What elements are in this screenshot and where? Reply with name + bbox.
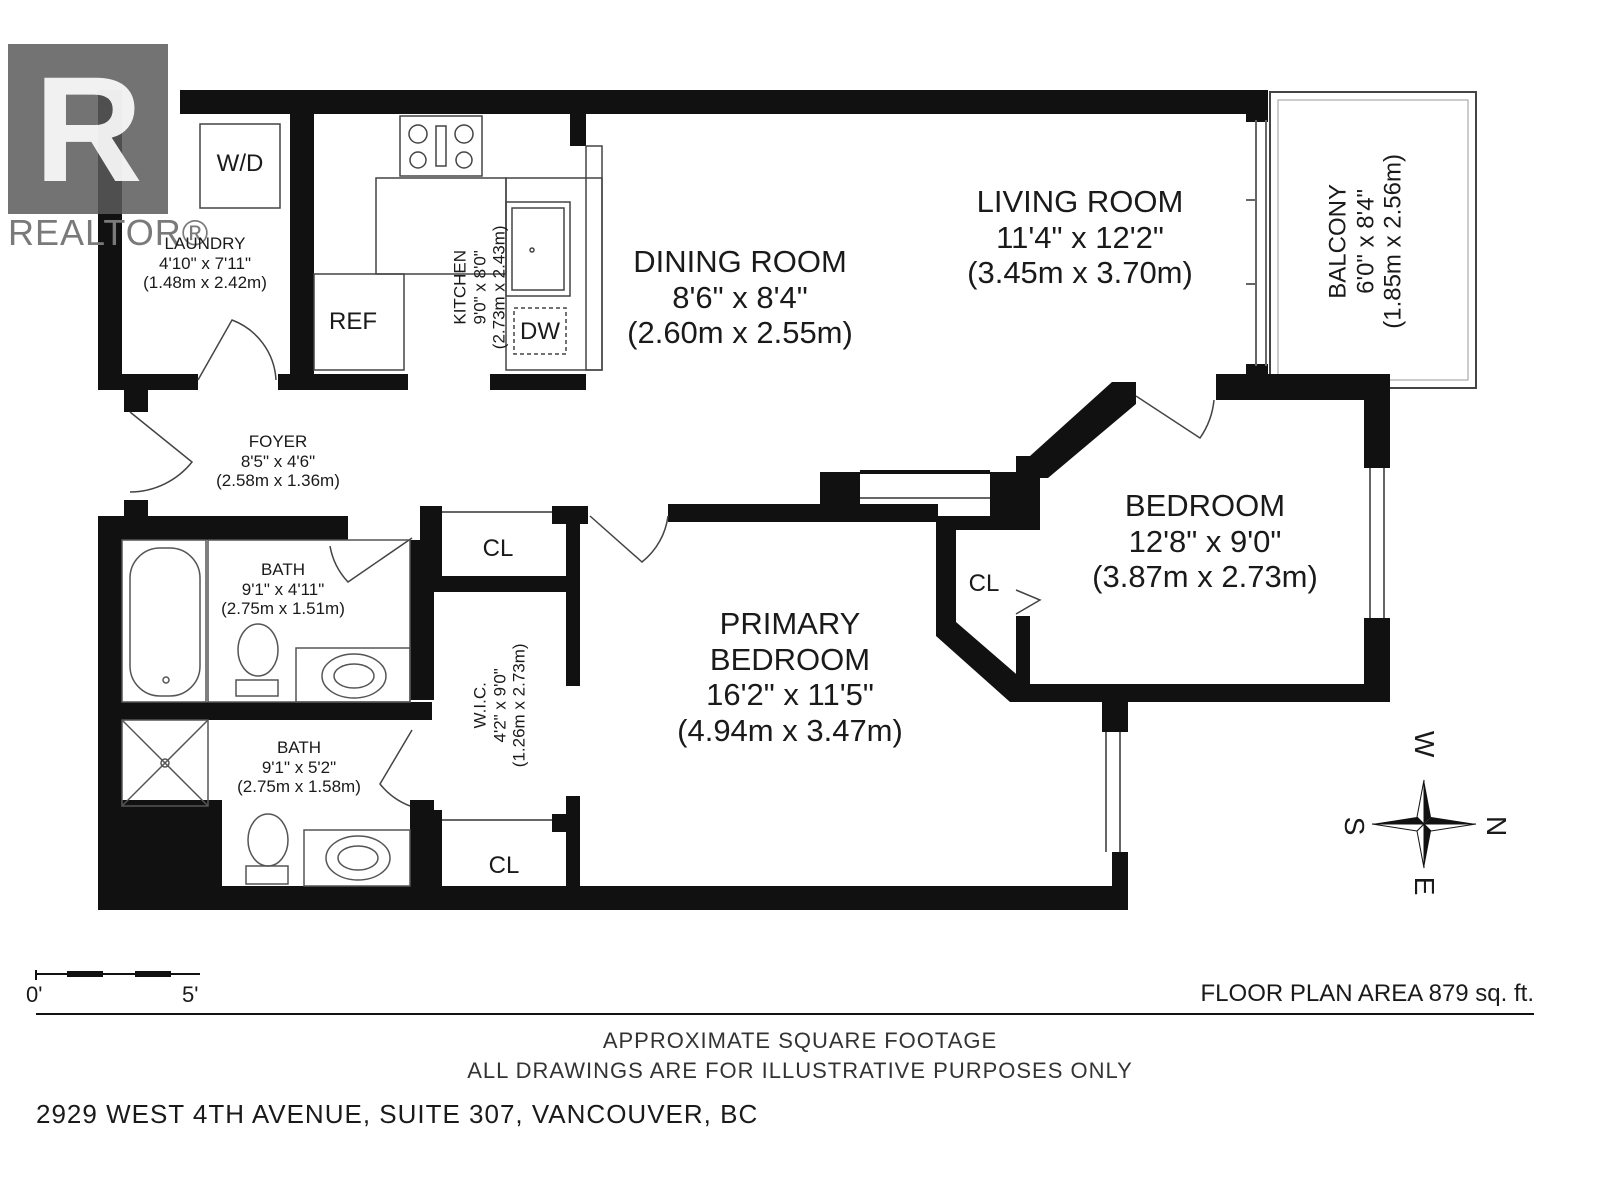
bath2-name: BATH (276, 738, 322, 757)
bath1-imperial: 9'1" x 4'11" (241, 579, 325, 599)
bath2-metric: (2.75m x 1.58m) (237, 777, 361, 797)
laundry-imperial: 4'10" x 7'11" (159, 253, 251, 273)
foyer-metric: (2.58m x 1.36m) (216, 471, 340, 491)
kitchen-imperial: 9'0" x 8'0" (470, 250, 490, 325)
logo-r-letter: R (34, 45, 143, 213)
logo-box (8, 44, 168, 214)
primary-imperial: 16'2" x 11'5" (706, 677, 874, 713)
compass-south-label: S (1339, 816, 1371, 836)
windows (442, 120, 1385, 852)
balcony-name: BALCONY (1324, 184, 1352, 299)
address: 2929 WEST 4TH AVENUE, SUITE 307, VANCOUV… (36, 1099, 759, 1129)
bath2-label: BATH 9'1" x 5'2" (2.75m x 1.58m) (224, 738, 374, 797)
laundry-label: LAUNDRY 4'10" x 7'11" (1.48m x 2.42m) (130, 234, 280, 293)
dw-label: DW (520, 318, 560, 345)
bath2-imperial: 9'1" x 5'2" (261, 757, 337, 777)
kitchen-metric: (2.73m x 2.43m) (489, 225, 509, 350)
living-label: LIVING ROOM 11'4" x 12'2" (3.45m x 3.70m… (950, 184, 1210, 291)
dining-name: DINING ROOM (633, 244, 847, 279)
living-name: LIVING ROOM (976, 184, 1184, 219)
bedroom-metric: (3.87m x 2.73m) (1092, 559, 1318, 595)
ref-label: REF (329, 308, 377, 335)
living-imperial: 11'4" x 12'2" (996, 219, 1164, 255)
compass-east-label: E (1409, 876, 1441, 896)
bedroom-label: BEDROOM 12'8" x 9'0" (3.87m x 2.73m) (1070, 488, 1340, 595)
bath1-name: BATH (260, 560, 306, 579)
balcony-label: BALCONY 6'0" x 8'4" (1.85m x 2.56m) (1325, 131, 1408, 351)
laundry-metric: (1.48m x 2.42m) (143, 273, 267, 293)
compass-west-label: W (1409, 730, 1441, 758)
wd-label: W/D (216, 150, 264, 177)
door-swings (129, 319, 1215, 807)
kitchen-label: KITCHEN 9'0" x 8'0" (2.73m x 2.43m) (451, 167, 510, 407)
wic-name: W.I.C. (470, 682, 490, 729)
balcony-metric: (1.85m x 2.56m) (1379, 154, 1407, 329)
bedroom-name: BEDROOM (1124, 488, 1286, 523)
compass-rose-icon (1371, 779, 1477, 869)
scale-bar (35, 970, 200, 980)
wic-metric: (1.26m x 2.73m) (509, 643, 529, 768)
scale-end-label: 5' (182, 982, 199, 1007)
foyer-label: FOYER 8'5" x 4'6" (2.58m x 1.36m) (200, 432, 356, 491)
foyer-imperial: 8'5" x 4'6" (240, 451, 316, 471)
scale-start-label: 0' (26, 982, 43, 1007)
floor-plan-area: FLOOR PLAN AREA 879 sq. ft. (1200, 980, 1534, 1007)
foyer-name: FOYER (248, 432, 308, 451)
primary-bedroom-label: PRIMARY BEDROOM 16'2" x 11'5" (4.94m x 3… (640, 606, 940, 749)
bath1-label: BATH 9'1" x 4'11" (2.75m x 1.51m) (208, 560, 358, 619)
compass-north-label: N (1481, 815, 1513, 837)
logo-text: REALTOR® (8, 212, 210, 253)
wic-label: W.I.C. 4'2" x 9'0" (1.26m x 2.73m) (471, 605, 530, 805)
dining-imperial: 8'6" x 8'4" (672, 279, 808, 315)
walls (98, 90, 1390, 910)
washer-dryer (199, 123, 281, 209)
wic-imperial: 4'2" x 9'0" (490, 668, 510, 743)
kitchen-name: KITCHEN (450, 250, 470, 325)
living-metric: (3.45m x 3.70m) (967, 255, 1193, 291)
dining-metric: (2.60m x 2.55m) (627, 315, 853, 351)
bedroom-imperial: 12'8" x 9'0" (1128, 523, 1282, 559)
primary-metric: (4.94m x 3.47m) (677, 712, 903, 748)
realtor-logo: R REALTOR® (8, 44, 208, 253)
bath1-metric: (2.75m x 1.51m) (221, 599, 345, 619)
balcony-imperial: 6'0" x 8'4" (1352, 188, 1380, 294)
laundry-name: LAUNDRY (164, 234, 246, 253)
closet-label-lower: CL (488, 852, 520, 879)
bath-fixtures (121, 539, 411, 887)
disclaimer-line2: ALL DRAWINGS ARE FOR ILLUSTRATIVE PURPOS… (467, 1058, 1133, 1083)
disclaimer-line1: APPROXIMATE SQUARE FOOTAGE (602, 1028, 998, 1053)
kitchen-fixtures (313, 115, 603, 371)
primary-name-line2: BEDROOM (709, 641, 871, 677)
primary-name-line1: PRIMARY (719, 606, 861, 641)
closet-label-upper: CL (482, 535, 514, 562)
closet-label-bedroom: CL (968, 570, 1000, 597)
dining-label: DINING ROOM 8'6" x 8'4" (2.60m x 2.55m) (610, 244, 870, 351)
